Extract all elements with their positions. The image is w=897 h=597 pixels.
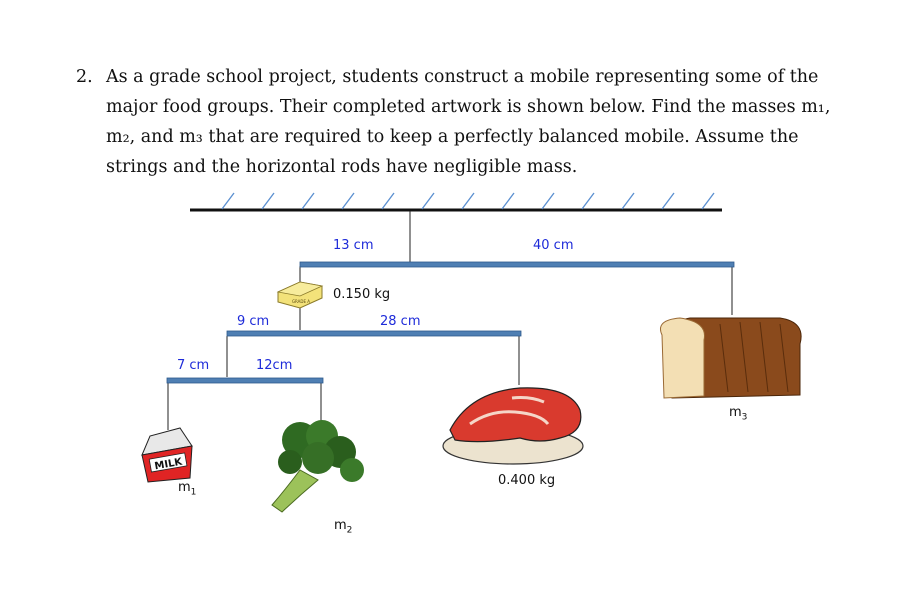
milk-label: MILK bbox=[154, 456, 185, 472]
mass-label-m1: m1 bbox=[178, 480, 197, 498]
middle-rod bbox=[226, 330, 522, 337]
broccoli-image bbox=[271, 420, 364, 513]
problem-number: 2. bbox=[76, 67, 93, 87]
butter-label: GRADE A bbox=[292, 299, 310, 304]
rods bbox=[166, 261, 735, 384]
distance-label-bottom-right: 12cm bbox=[256, 358, 293, 373]
mass-label-steak: 0.400 kg bbox=[498, 473, 556, 488]
steak-image bbox=[442, 387, 584, 465]
strings bbox=[167, 211, 733, 430]
distance-label-middle-right: 28 cm bbox=[380, 314, 421, 329]
butter-image: GRADE A bbox=[276, 281, 324, 309]
bread-image bbox=[660, 317, 802, 399]
milk-carton-image: MILK bbox=[141, 427, 193, 483]
distance-label-top-right: 40 cm bbox=[533, 238, 574, 253]
bottom-rod bbox=[166, 377, 324, 384]
ceiling bbox=[190, 192, 722, 212]
mass-label-butter: 0.150 kg bbox=[333, 287, 391, 302]
mass-label-m3: m3 bbox=[729, 405, 748, 423]
distance-label-bottom-left: 7 cm bbox=[177, 358, 210, 373]
problem-statement: 2. As a grade school project, students c… bbox=[76, 62, 856, 182]
distance-label-top-left: 13 cm bbox=[333, 238, 374, 253]
problem-text: As a grade school project, students cons… bbox=[106, 67, 831, 177]
top-rod bbox=[299, 261, 735, 268]
mass-label-m2: m2 bbox=[334, 518, 353, 536]
distance-label-middle-left: 9 cm bbox=[237, 314, 270, 329]
